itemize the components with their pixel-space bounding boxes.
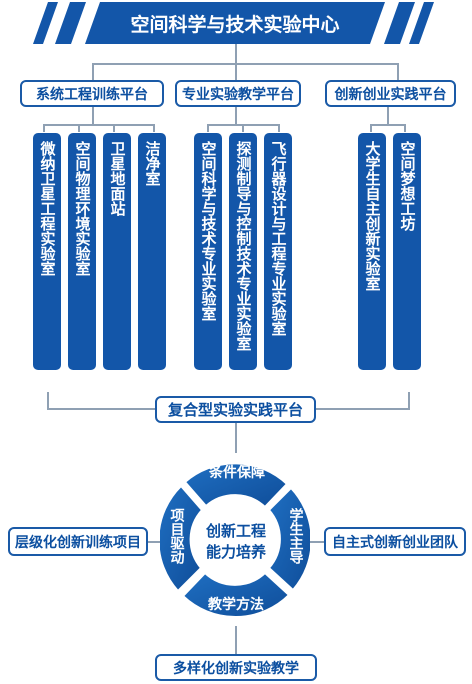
ring-label-right: 学生主导 — [285, 508, 305, 569]
bracket-tick — [113, 124, 115, 132]
bottom-connector — [235, 626, 237, 654]
ring-label-bottom: 教学方法 — [208, 597, 264, 613]
ring-label-left-text: 项目驱动 — [168, 508, 185, 564]
composite-platform-box: 复合型实验实践平台 — [155, 396, 316, 423]
lab-label: 卫星地面站 — [108, 141, 127, 216]
platform-label: 专业实验教学平台 — [182, 86, 294, 103]
bus-drop-middle — [235, 63, 237, 80]
bus-drop-right — [397, 63, 399, 80]
ring-segment-left — [160, 484, 204, 593]
bracket-drop — [92, 107, 94, 125]
bracket-bar — [43, 124, 155, 126]
bracket-tick — [404, 124, 406, 132]
cycle-ring — [160, 462, 310, 618]
right-box-label: 自主式创新创业团队 — [332, 534, 458, 551]
bus-drop-left — [92, 63, 94, 80]
right-connector — [302, 541, 324, 543]
lab-label: 探测制导与控制技术专业实验室 — [234, 141, 253, 351]
bracket-tick — [370, 124, 372, 132]
lab-column-aircraft-design: 飞行器设计与工程专业实验室 — [264, 133, 292, 370]
lab-column-clean-room: 洁净室 — [138, 133, 166, 370]
lab-label: 微纳卫星工程实验室 — [38, 141, 57, 276]
bracket-tick — [242, 124, 244, 132]
lab-label: 空间物理环境实验室 — [73, 141, 92, 276]
bracket-drop — [235, 107, 237, 125]
ring-label-top: 条件保障 — [209, 465, 265, 481]
bracket-tick — [78, 124, 80, 132]
bracket-tick — [153, 124, 155, 132]
title-connector — [235, 44, 237, 64]
lab-column-student-innovation: 大学生自主创新实验室 — [358, 133, 386, 370]
lab-column-space-science-tech: 空间科学与技术专业实验室 — [194, 133, 222, 370]
bracket-tick — [278, 124, 280, 132]
lab-column-micro-nano-satellite: 微纳卫星工程实验室 — [33, 133, 61, 370]
ring-segment-bottom — [181, 571, 291, 618]
top-bus-line — [92, 63, 398, 65]
platform-label: 系统工程训练平台 — [36, 86, 148, 103]
ring-label-right-text: 学生主导 — [287, 508, 304, 564]
platform-box-professional-teaching: 专业实验教学平台 — [175, 80, 301, 107]
lower-bracket-left — [47, 392, 49, 409]
bottom-box-label: 多样化创新实验教学 — [173, 660, 299, 677]
lab-column-space-dream-workshop: 空间梦想工坊 — [393, 133, 421, 370]
lab-column-space-physics: 空间物理环境实验室 — [68, 133, 96, 370]
left-box-label: 层级化创新训练项目 — [15, 534, 141, 551]
bottom-box-diverse-teaching: 多样化创新实验教学 — [155, 654, 317, 681]
bracket-tick — [43, 124, 45, 132]
platform-box-system-engineering: 系统工程训练平台 — [20, 80, 164, 107]
platform-label: 创新创业实践平台 — [334, 86, 447, 103]
left-box-tiered-training: 层级化创新训练项目 — [8, 527, 148, 556]
lab-column-detection-guidance-control: 探测制导与控制技术专业实验室 — [229, 133, 257, 370]
bracket-tick — [207, 124, 209, 132]
title-banner-shape — [33, 2, 434, 44]
platform-box-innovation-practice: 创新创业实践平台 — [325, 80, 456, 107]
bracket-bar — [370, 124, 406, 126]
lab-label: 空间梦想工坊 — [398, 141, 417, 231]
lab-label: 飞行器设计与工程专业实验室 — [269, 141, 288, 336]
lower-bracket-right — [408, 392, 410, 409]
lab-label: 空间科学与技术专业实验室 — [199, 141, 218, 321]
lab-column-ground-station: 卫星地面站 — [103, 133, 131, 370]
left-connector — [148, 541, 170, 543]
lab-label: 洁净室 — [143, 141, 162, 186]
bracket-drop — [387, 107, 389, 125]
lab-label: 大学生自主创新实验室 — [363, 141, 382, 291]
ring-connector-top — [235, 423, 237, 453]
ring-label-left: 项目驱动 — [166, 508, 186, 569]
ring-center-line2: 能力培养 — [205, 543, 266, 561]
right-box-autonomous-teams: 自主式创新创业团队 — [324, 527, 466, 556]
ring-segment-right — [267, 486, 310, 592]
page-title: 空间科学与技术实验中心 — [130, 13, 340, 36]
ring-segment-top — [183, 462, 289, 509]
composite-platform-label: 复合型实验实践平台 — [167, 401, 303, 419]
ring-center-line1: 创新工程 — [205, 522, 266, 540]
